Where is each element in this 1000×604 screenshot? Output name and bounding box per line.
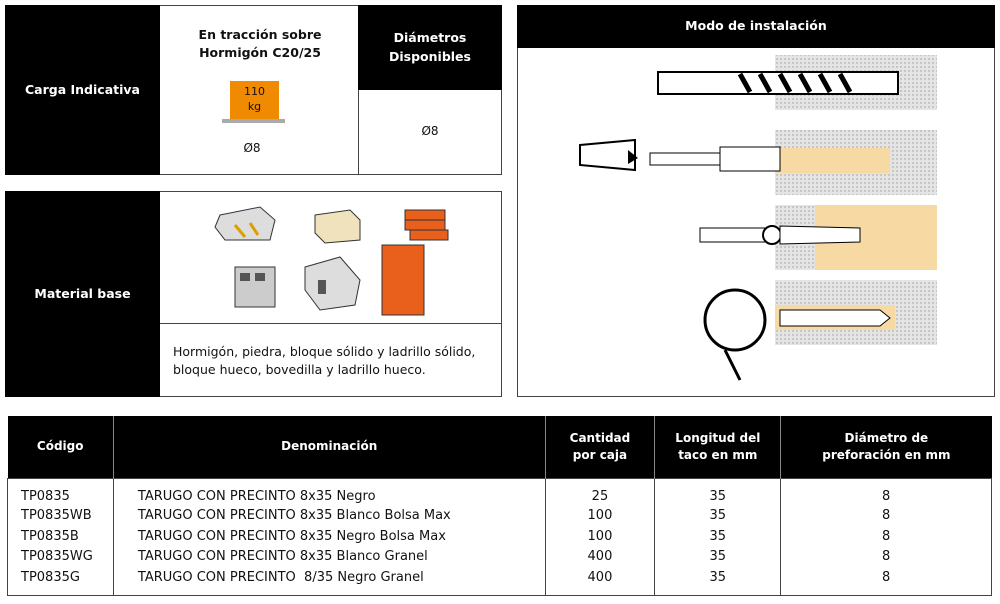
material-label: Material base — [5, 191, 160, 397]
instalacion-label: Modo de instalación — [517, 5, 995, 48]
cell-longitud: 35 — [654, 546, 781, 568]
hammer-step — [579, 130, 937, 195]
cell-diametro: 8 — [780, 505, 992, 526]
load-base — [222, 119, 285, 123]
solid-brick-icon — [404, 209, 449, 241]
header-longitud: Longitud del taco en mm — [654, 416, 781, 478]
divider — [358, 5, 359, 175]
tie-step — [703, 280, 937, 381]
divider — [160, 323, 502, 324]
header-diametro: Diámetro de preforación en mm — [780, 416, 992, 478]
cell-denominacion: TARUGO CON PRECINTO 8x35 Blanco Bolsa Ma… — [112, 505, 545, 526]
cell-cantidad: 400 — [544, 546, 655, 568]
bovedilla-icon — [304, 256, 361, 311]
load-weight-icon: 110 kg — [230, 81, 279, 119]
cell-longitud: 35 — [654, 505, 781, 526]
cell-denominacion: TARUGO CON PRECINTO 8/35 Negro Granel — [112, 567, 545, 588]
load-unit: kg — [247, 100, 262, 114]
cell-codigo: TP0835G — [21, 569, 80, 585]
carga-diameter: Ø8 — [243, 141, 261, 155]
cell-diametro: 8 — [780, 567, 992, 588]
cell-diametro: 8 — [780, 546, 992, 568]
table-row: TP0835WG TARUGO CON PRECINTO 8x35 Blanco … — [8, 546, 992, 568]
table-header-row: Código Denominación Cantidad por caja Lo… — [7, 416, 992, 478]
cell-longitud: 35 — [654, 478, 781, 505]
cell-diametro: 8 — [780, 525, 992, 547]
diametros-label: Diámetros Disponibles — [358, 5, 502, 90]
cell-longitud: 35 — [654, 567, 781, 588]
cell-denominacion: TARUGO CON PRECINTO 8x35 Blanco Granel — [112, 546, 545, 568]
insert-step — [699, 205, 937, 270]
carga-label: Carga Indicativa — [5, 5, 160, 175]
product-table: Código Denominación Cantidad por caja Lo… — [7, 416, 992, 596]
cell-denominacion: TARUGO CON PRECINTO 8x35 Negro — [112, 478, 545, 505]
cell-codigo: TP0835 — [21, 489, 70, 505]
cell-diametro: 8 — [780, 478, 992, 505]
header-codigo: Código — [7, 416, 114, 478]
header-cantidad: Cantidad por caja — [544, 416, 655, 478]
table-row: TP0835WB TARUGO CON PRECINTO 8x35 Blanco … — [8, 505, 992, 526]
drill-step — [657, 55, 937, 110]
materials-illustration — [214, 206, 449, 316]
table-row: TP0835G TARUGO CON PRECINTO 8/35 Negro Gr… — [8, 567, 992, 588]
cell-cantidad: 100 — [544, 525, 655, 547]
load-value: 110 — [244, 85, 265, 98]
header-denominacion: Denominación — [112, 416, 545, 478]
cell-cantidad: 400 — [544, 567, 655, 588]
cell-cantidad: 100 — [544, 505, 655, 526]
cell-longitud: 35 — [654, 525, 781, 547]
hollow-block-icon — [234, 266, 276, 308]
installation-illustration — [579, 55, 937, 381]
cell-codigo: TP0835WG — [21, 549, 93, 565]
cell-codigo: TP0835WB — [21, 507, 92, 523]
diametros-value: Ø8 — [421, 124, 439, 138]
stone-block-icon — [314, 209, 361, 244]
hollow-brick-icon — [381, 244, 425, 316]
material-description: Hormigón, piedra, bloque sólido y ladril… — [173, 344, 476, 378]
cell-codigo: TP0835B — [21, 528, 79, 544]
table-row: TP0835B TARUGO CON PRECINTO 8x35 Negro Bo… — [8, 525, 992, 547]
concrete-icon — [214, 206, 276, 241]
carga-title: En tracción sobre Hormigón C20/25 — [198, 27, 322, 61]
cell-cantidad: 25 — [544, 478, 655, 505]
cell-denominacion: TARUGO CON PRECINTO 8x35 Negro Bolsa Max — [112, 525, 545, 547]
